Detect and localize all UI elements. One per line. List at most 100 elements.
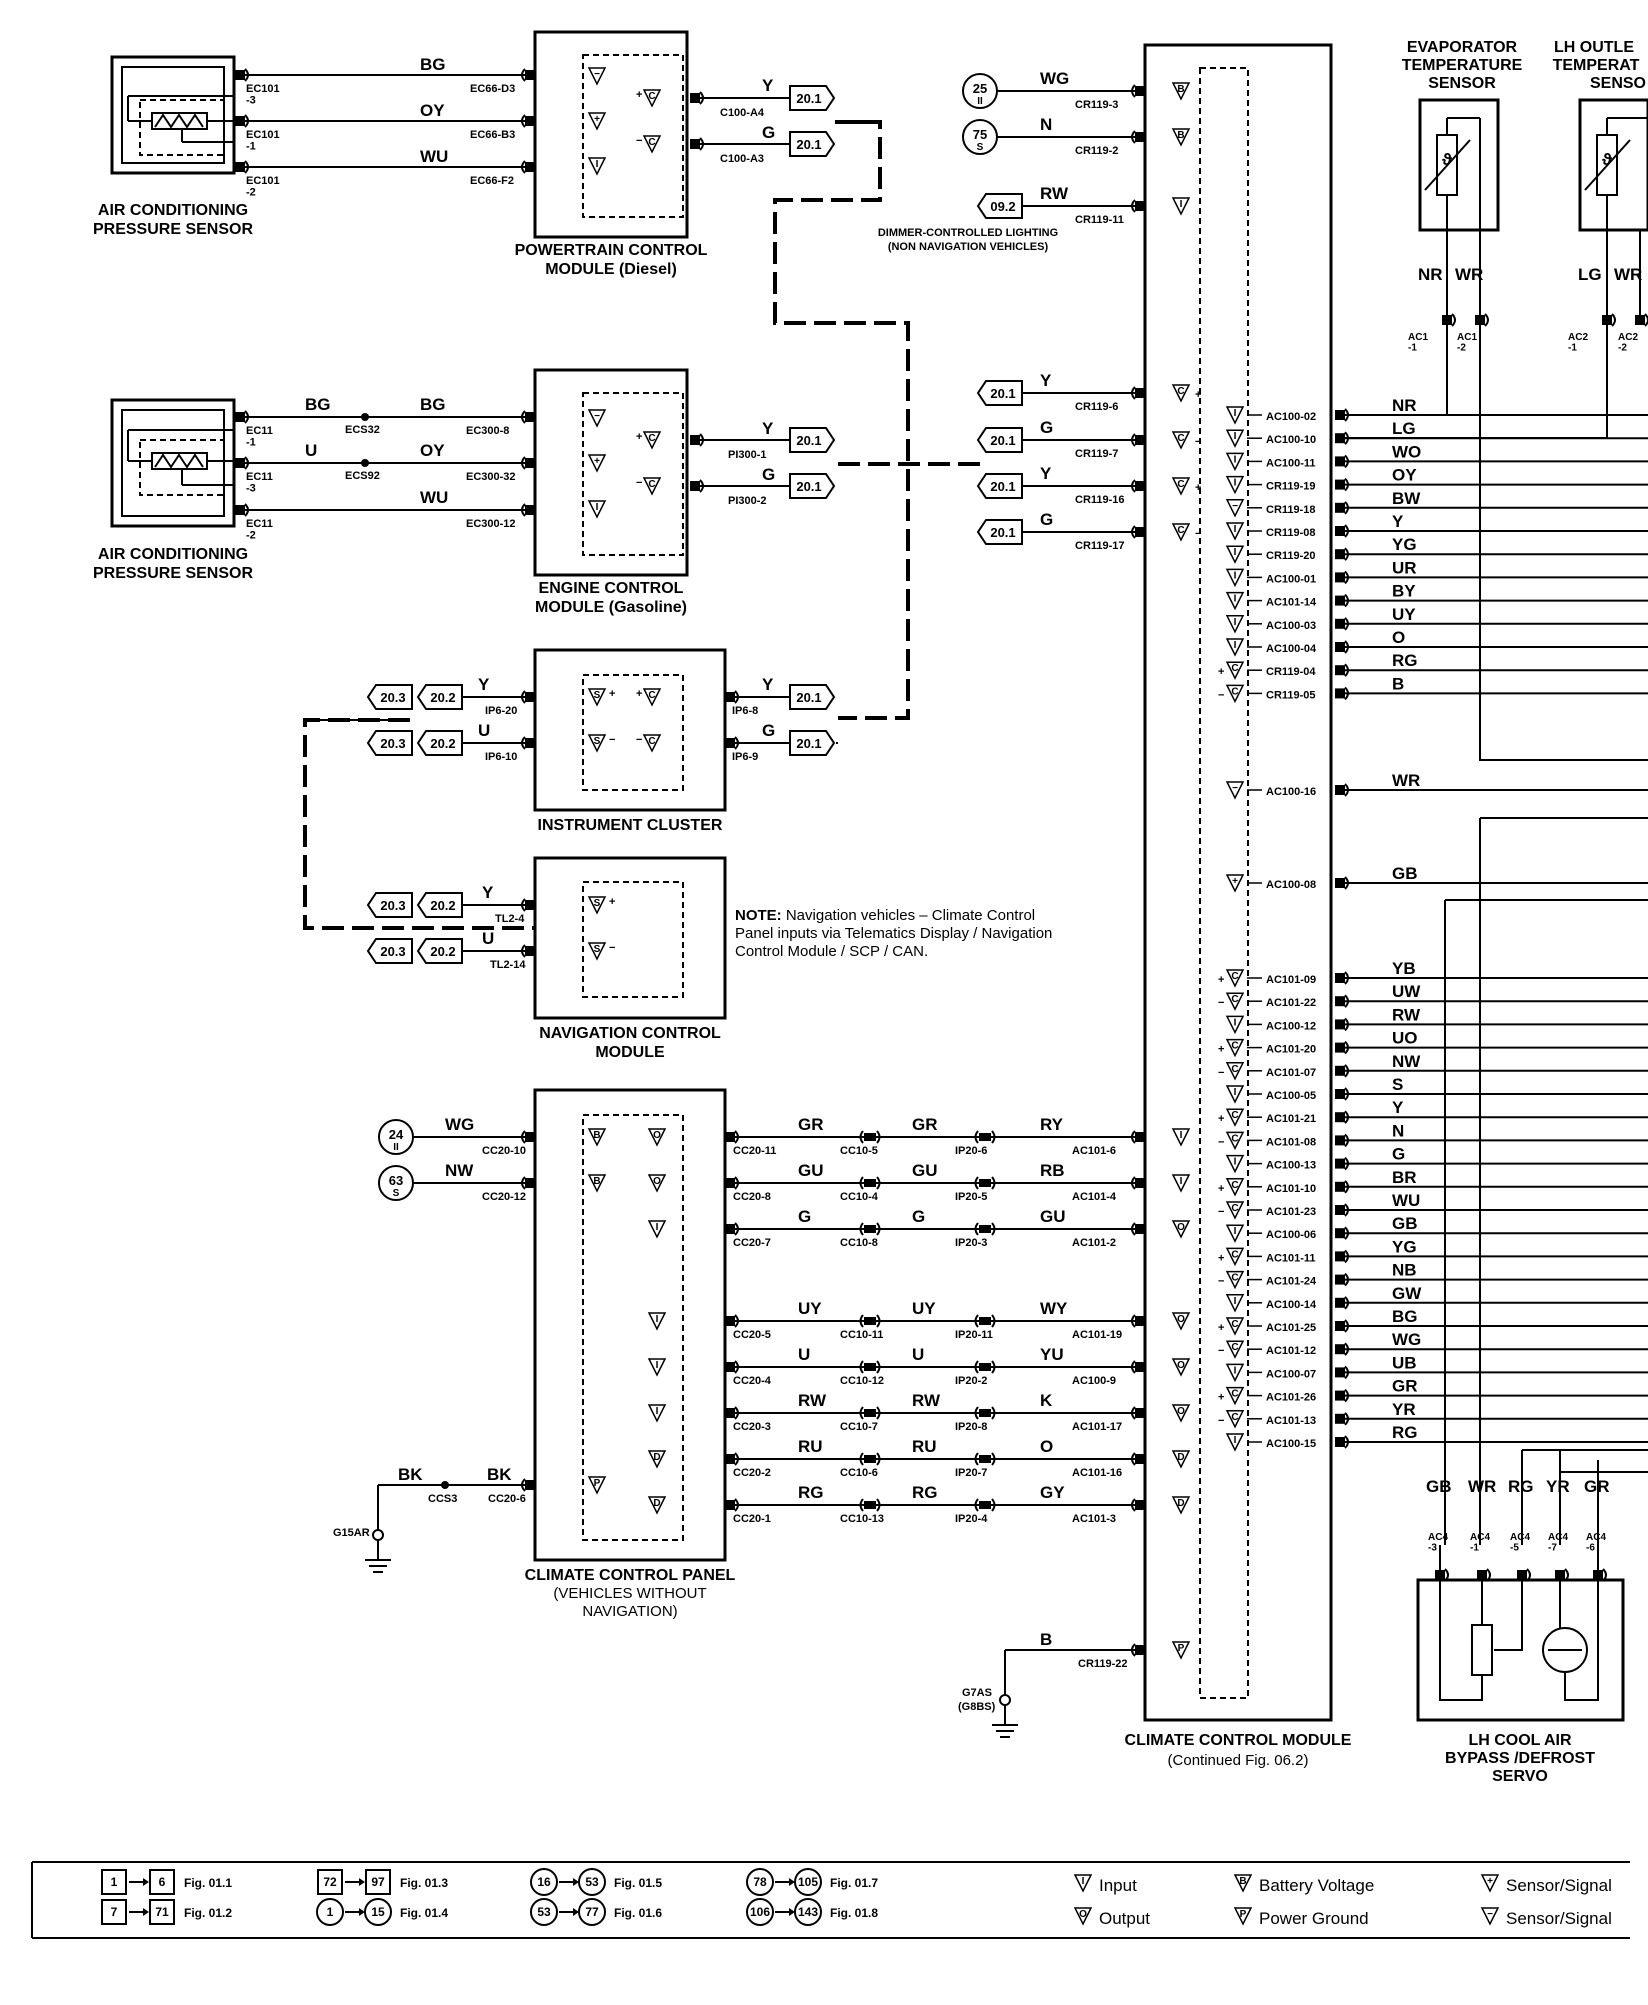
sign-label: − <box>1218 1345 1224 1357</box>
wire-color-label: BW <box>1392 489 1421 508</box>
symbol-letter: O <box>653 1176 661 1187</box>
symbol-letter: I <box>1234 594 1237 605</box>
pcm-title2: MODULE (Diesel) <box>545 261 677 278</box>
connector-pin <box>525 505 535 515</box>
connector-pin <box>1335 1158 1345 1169</box>
symbol-triangle <box>647 1496 667 1515</box>
sign-label: − <box>636 135 642 147</box>
connector-pin <box>1335 688 1345 699</box>
connector-pin <box>525 458 535 468</box>
legend-arrow <box>359 1878 365 1886</box>
legend-fig: Fig. 01.4 <box>400 1906 448 1920</box>
symbol-letter: C <box>1231 1342 1238 1353</box>
legend-box <box>149 1869 175 1895</box>
connector-pin <box>1135 1645 1145 1655</box>
evap-sensor-box <box>1418 98 1500 232</box>
evap-pin-label: AC1-2 <box>1457 332 1477 354</box>
ac-sensor-1-zigzag <box>154 113 204 129</box>
connector-pin <box>1335 1321 1345 1331</box>
symbol-letter: I <box>656 1360 659 1371</box>
reference-tag-label: 20.1 <box>990 525 1015 540</box>
ccp-row-pin: CC20-1 <box>733 1513 771 1525</box>
ccm-right-pin: AC101-10 <box>1266 1183 1316 1195</box>
lh-pin-label: AC2-2 <box>1618 332 1638 354</box>
symbol-letter: D <box>653 1498 660 1509</box>
connector-socket <box>521 160 526 174</box>
sign-label: + <box>1218 1392 1224 1404</box>
pcm-title: POWERTRAIN CONTROL <box>515 242 708 259</box>
sign-label: + <box>1195 389 1201 401</box>
legend-box <box>101 1899 127 1925</box>
ccp-row-pin: CC20-3 <box>733 1421 771 1433</box>
symbol-triangle <box>1225 1247 1245 1267</box>
symbol-letter: I <box>1234 1435 1237 1446</box>
ac-sensor-2-inner <box>121 409 225 517</box>
ref-09-2 <box>976 193 1023 219</box>
connector-socket <box>521 114 526 128</box>
inline-socket <box>974 1130 979 1144</box>
symbol-triangle <box>1171 82 1191 101</box>
symbol-triangle <box>1225 1294 1245 1313</box>
legend-ref-end: 105 <box>798 1875 818 1889</box>
wire-color-label: UY <box>1392 605 1416 624</box>
cluster-dashed <box>582 674 684 791</box>
ground-label: G15AR <box>333 1527 370 1539</box>
symbol-triangle <box>1225 406 1245 425</box>
symbol-triangle <box>642 89 662 108</box>
symbol-letter: C <box>648 479 655 490</box>
symbol-letter: − <box>594 69 600 80</box>
connector-pin <box>1335 1274 1345 1285</box>
connector-pin <box>1135 86 1145 96</box>
legend-fig: Fig. 01.1 <box>184 1876 232 1890</box>
ecm-output-pin: PI300-1 <box>728 449 767 461</box>
inline-socket <box>974 1176 979 1190</box>
ac-sensor-2-pin-label: EC11-1 <box>246 425 273 449</box>
wire-color-label: U <box>305 441 317 460</box>
servo-title2: BYPASS /DEFROST <box>1445 1750 1595 1767</box>
legend-fig: Fig. 01.8 <box>830 1906 878 1920</box>
legend-ref-start: 16 <box>537 1875 551 1889</box>
ccm-right-pin: CR119-04 <box>1266 666 1316 678</box>
symbol-triangle <box>587 454 607 473</box>
symbol-letter: I <box>656 1406 659 1417</box>
wire-color-label: Y <box>478 675 490 694</box>
ac-sensor-1-dashed <box>139 99 225 156</box>
ref-20-3 <box>366 892 413 918</box>
wire-color-label: UB <box>1392 1353 1417 1372</box>
symbol-triangle <box>647 1358 667 1377</box>
symbol-letter: I <box>1234 570 1237 581</box>
connector-pin <box>1335 1413 1345 1424</box>
symbol-triangle <box>1171 384 1191 403</box>
ref-20-3 <box>366 684 413 710</box>
ecm-pin-label: EC300-12 <box>466 518 516 530</box>
connector-socket <box>521 503 526 517</box>
inline-socket <box>991 1452 996 1466</box>
ac-sensor-1-pin-label: EC101-3 <box>246 83 280 107</box>
symbol-triangle <box>1225 1224 1245 1243</box>
symbol-triangle <box>1171 1404 1191 1423</box>
evap-pin-label: AC1-1 <box>1408 332 1428 354</box>
connector-pin <box>1135 201 1145 211</box>
symbol-letter: I <box>1234 1087 1237 1098</box>
symbol-letter: C <box>648 690 655 701</box>
ac-sensor-2-pin-label: EC11-3 <box>246 471 273 495</box>
symbol-letter: S <box>594 690 601 701</box>
connector-pin <box>525 900 535 910</box>
connector-socket <box>521 1130 526 1144</box>
wire-color-label: GB <box>1426 1477 1452 1496</box>
ac-sensor-2-title2: PRESSURE SENSOR <box>93 565 253 582</box>
ccm-right-pin: AC100-04 <box>1266 643 1317 655</box>
symbol-letter: C <box>648 137 655 148</box>
ccm-right-pin: AC101-12 <box>1266 1345 1316 1357</box>
ccm-left-pin: CR119-7 <box>1075 448 1118 460</box>
wire-color-label: BK <box>398 1465 423 1484</box>
symbol-letter: S <box>594 944 601 955</box>
inline-socket <box>876 1360 881 1374</box>
symbol-triangle <box>1225 684 1245 704</box>
connector-socket <box>1131 1498 1136 1512</box>
legend-ref-start: 72 <box>323 1875 337 1889</box>
inline-pin <box>864 1455 876 1463</box>
symbol-triangle <box>1225 429 1245 448</box>
symbol-letter: I <box>1180 1176 1183 1187</box>
inline-socket <box>859 1452 864 1466</box>
